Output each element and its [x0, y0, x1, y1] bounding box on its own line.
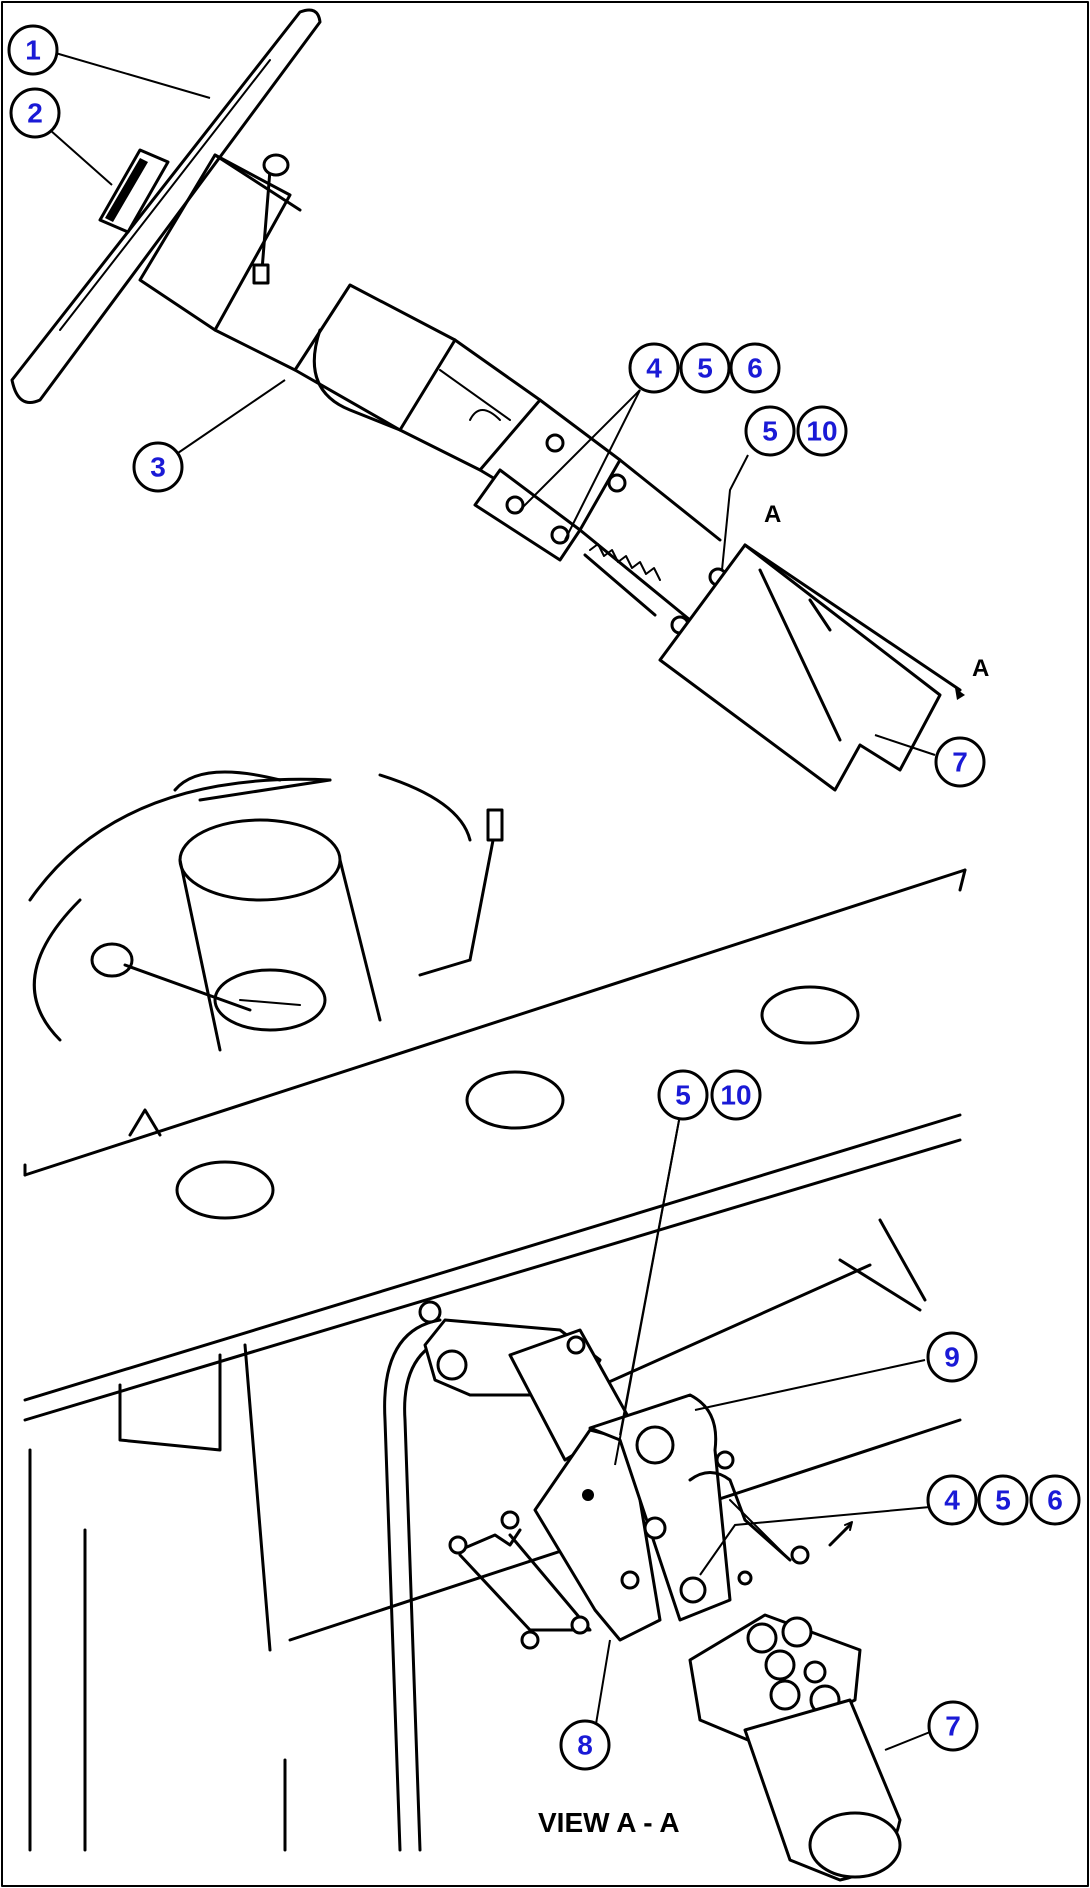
- horn-button: [98, 148, 170, 234]
- callout-5b-label: 5: [762, 416, 778, 447]
- callout-5-10-bottom: 5 10: [657, 1069, 762, 1121]
- leader-4a-2: [564, 389, 641, 541]
- leader-9: [694, 1359, 926, 1411]
- callout-10b-label: 10: [806, 416, 837, 447]
- hydraulic-hose: [383, 1318, 462, 1852]
- leader-1: [51, 51, 211, 99]
- callout-1-label: 1: [25, 35, 41, 66]
- mounting-plate: [588, 1393, 732, 1622]
- callout-5c-label: 5: [675, 1080, 691, 1111]
- callout-3-label: 3: [150, 452, 166, 483]
- leader-5c-2: [614, 1114, 681, 1466]
- callout-3: 3: [132, 441, 184, 493]
- steering-column-base: [173, 770, 382, 1052]
- leader-7b: [884, 1729, 936, 1751]
- callout-2: 2: [9, 87, 61, 139]
- steering-wheel: [10, 8, 322, 404]
- callout-2-label: 2: [27, 98, 43, 129]
- callout-9: 9: [926, 1331, 978, 1383]
- leader-3: [174, 379, 286, 456]
- view-label: VIEW A - A: [538, 1807, 680, 1838]
- column-lever-right: [418, 808, 504, 977]
- callout-4-5-6-top: 4 5 6: [628, 342, 781, 394]
- callout-6a-label: 6: [747, 353, 763, 384]
- callout-5d-label: 5: [995, 1485, 1011, 1516]
- section-mark-upper: A: [764, 501, 781, 528]
- leader-2: [49, 129, 113, 186]
- callout-4a-label: 4: [646, 353, 662, 384]
- leader-4a-1: [519, 389, 641, 511]
- callout-4-5-6-bottom: 4 5 6: [926, 1474, 1081, 1526]
- callout-7b-label: 7: [945, 1711, 961, 1742]
- callout-4d-label: 4: [944, 1485, 960, 1516]
- steering-valve-lower: [688, 1613, 902, 1882]
- callout-5-10-top: 5 10: [744, 405, 848, 457]
- callout-5a-label: 5: [697, 353, 713, 384]
- callout-6d-label: 6: [1047, 1485, 1063, 1516]
- direction-arrow: [828, 1521, 853, 1547]
- section-line-a-a: A A: [743, 501, 989, 700]
- callout-1: 1: [7, 24, 59, 76]
- leader-5b: [721, 454, 749, 571]
- shift-lever: [252, 153, 290, 285]
- callout-7a-label: 7: [952, 747, 968, 778]
- leader-7a: [874, 734, 936, 756]
- gear-lever: [90, 942, 252, 1012]
- callout-8: 8: [559, 1719, 611, 1771]
- left-plate: [448, 1510, 592, 1650]
- bracket-arm: [418, 1263, 872, 1397]
- callout-8-label: 8: [577, 1730, 593, 1761]
- callout-9-label: 9: [944, 1342, 960, 1373]
- leader-4d: [699, 1506, 931, 1576]
- callout-7-bottom: 7: [927, 1700, 979, 1752]
- leader-8: [594, 1639, 611, 1731]
- side-shim: [688, 1450, 810, 1586]
- section-mark-lower: A: [972, 655, 989, 682]
- column-housing: [293, 283, 542, 472]
- steering-column-upper: [138, 153, 302, 372]
- callout-10c-label: 10: [720, 1080, 751, 1111]
- callout-7-top: 7: [934, 736, 986, 788]
- floor-plate: [23, 868, 967, 1220]
